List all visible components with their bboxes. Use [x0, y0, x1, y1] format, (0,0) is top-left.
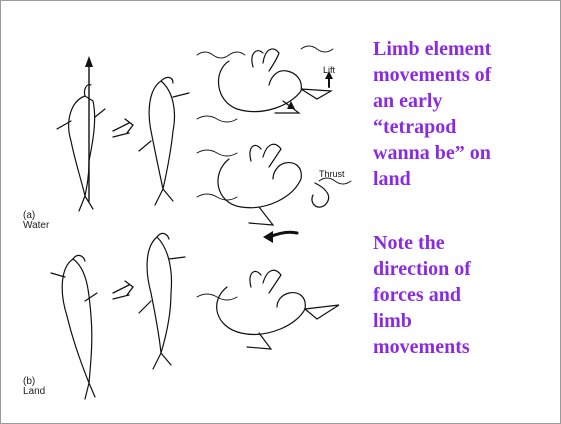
curled-fish-thrust — [197, 144, 351, 243]
curled-fish-lift — [197, 46, 333, 122]
arrow-a — [113, 119, 133, 137]
thrust-label: Thrust — [319, 169, 345, 179]
heading-line: wanna be” on — [373, 140, 553, 166]
heading-text: Limb element movements of an early “tetr… — [373, 36, 553, 192]
note-line: movements — [373, 334, 553, 360]
panel-a-name: Water — [23, 221, 49, 231]
note-line: Note the — [373, 230, 553, 256]
heading-line: Limb element — [373, 36, 553, 62]
panel-b-name: Land — [23, 387, 45, 397]
note-text: Note the direction of forces and limb mo… — [373, 230, 553, 360]
curled-fish-rest — [197, 270, 339, 349]
figure — [1, 1, 361, 424]
panel-a-caption: (a) Water — [23, 211, 49, 231]
fish-a2-illustration — [139, 77, 189, 205]
heading-line: movements of — [373, 62, 553, 88]
panel-b-caption: (b) Land — [23, 377, 45, 397]
fish-a1-illustration — [57, 56, 105, 211]
fish-b1-illustration — [51, 255, 97, 399]
note-line: forces and — [373, 282, 553, 308]
note-line: limb — [373, 308, 553, 334]
heading-line: an early — [373, 88, 553, 114]
lift-label: Lift — [323, 65, 335, 75]
heading-line: land — [373, 166, 553, 192]
note-line: direction of — [373, 256, 553, 282]
heading-line: “tetrapod — [373, 114, 553, 140]
fish-b2-illustration — [139, 233, 185, 369]
arrow-b — [113, 281, 133, 299]
